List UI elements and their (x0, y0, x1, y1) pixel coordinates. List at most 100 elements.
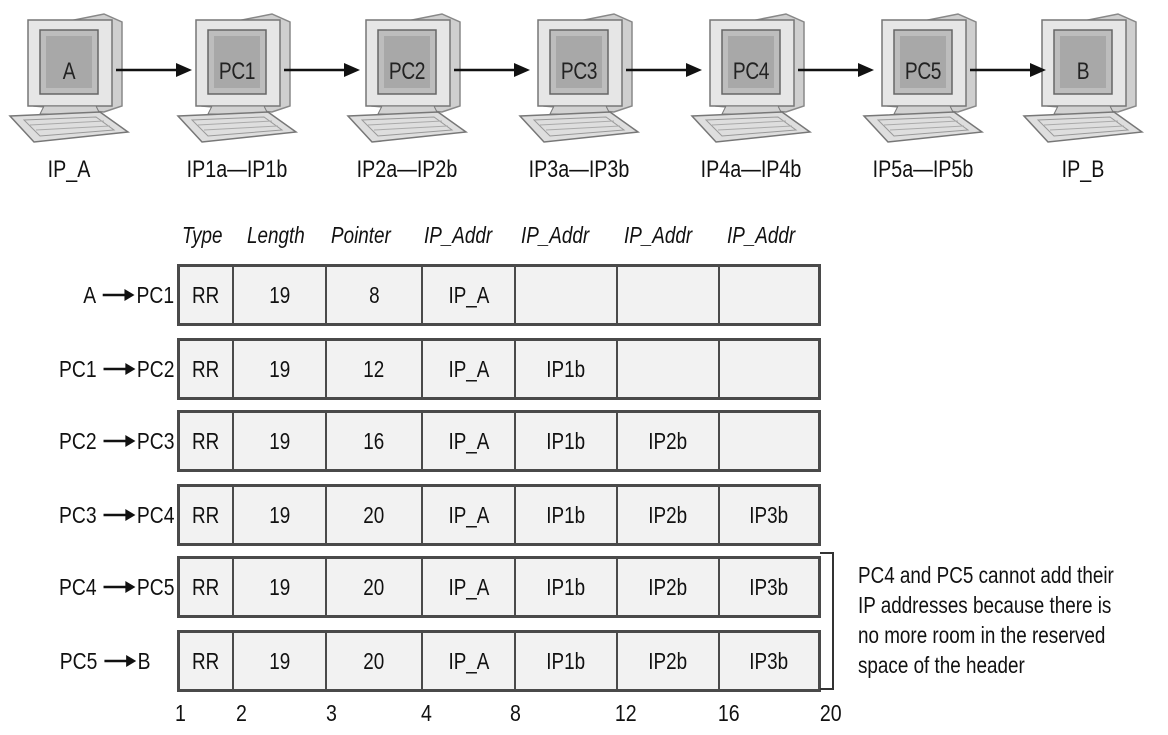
cell-ip-addr (720, 267, 818, 323)
cell-type: RR (180, 267, 234, 323)
arrow-right-icon (102, 363, 135, 375)
cell-ip-addr (618, 267, 720, 323)
row-to: PC2 (136, 355, 174, 382)
table-row: RR 19 8 IP_A (177, 264, 821, 326)
screen-label: PC3 (560, 58, 598, 85)
cell-ip-addr (516, 267, 618, 323)
note-line: space of the header (858, 652, 1025, 678)
column-header-pointer: Pointer (331, 222, 391, 248)
cell-length: 19 (234, 267, 327, 323)
column-header-type: Type (182, 222, 223, 248)
cell-length: 19 (234, 413, 327, 469)
byte-offset: 4 (420, 700, 432, 726)
cell-ip-addr: IP_A (423, 413, 516, 469)
column-header-ip-addr: IP_Addr (424, 222, 493, 248)
cell-pointer: 20 (327, 559, 423, 615)
row-from: A (83, 281, 97, 308)
arrow-right-icon (626, 63, 702, 77)
table-row: RR 19 20 IP_A IP1b IP2b IP3b (177, 484, 821, 546)
byte-offset: 1 (174, 700, 186, 726)
row-to: PC1 (136, 281, 174, 308)
byte-offset: 3 (325, 700, 337, 726)
annotation-note: PC4 and PC5 cannot add their IP addresse… (858, 560, 1168, 680)
table-row: RR 19 16 IP_A IP1b IP2b (177, 410, 821, 472)
row-label: PC4 PC5 (14, 556, 175, 618)
row-from: PC1 (58, 355, 97, 382)
computer-node-pc4: PC4 IP4a—IP4b (686, 8, 816, 188)
computer-node-pc3: PC3 IP3a—IP3b (514, 8, 644, 188)
cell-ip-addr: IP1b (516, 559, 618, 615)
computer-node-a: A IP_A (4, 8, 134, 188)
cell-ip-addr: IP_A (423, 267, 516, 323)
row-label: PC5 B (14, 630, 174, 692)
node-ip-label: IP2a—IP2b (356, 156, 458, 183)
arrow-right-icon (284, 63, 360, 77)
byte-offset: 12 (614, 700, 637, 726)
cell-ip-addr: IP_A (423, 633, 516, 689)
computer-node-pc1: PC1 IP1a—IP1b (172, 8, 302, 188)
screen-label: A (62, 58, 76, 85)
row-from: PC5 (59, 647, 98, 674)
row-to: PC5 (136, 573, 174, 600)
column-header-ip-addr: IP_Addr (624, 222, 693, 248)
row-label: A PC1 (14, 264, 174, 326)
computer-node-b: B IP_B (1018, 8, 1148, 188)
cell-pointer: 20 (327, 487, 423, 543)
table-row: RR 19 20 IP_A IP1b IP2b IP3b (177, 556, 821, 618)
cell-length: 19 (234, 487, 327, 543)
arrow-right-icon (102, 581, 135, 593)
column-header-ip-addr: IP_Addr (521, 222, 590, 248)
byte-offset: 20 (819, 700, 842, 726)
cell-ip-addr: IP3b (749, 501, 789, 528)
bracket (820, 552, 834, 690)
cell-ip-addr: IP2b (618, 413, 720, 469)
byte-offset: 2 (235, 700, 247, 726)
cell-ip-addr: IP_A (423, 487, 516, 543)
screen-label: B (1076, 58, 1090, 85)
arrow-right-icon (970, 63, 1046, 77)
arrow-right-icon (454, 63, 530, 77)
arrow-right-icon (102, 509, 135, 521)
screen-label: PC2 (388, 58, 426, 85)
table-row: RR 19 12 IP_A IP1b (177, 338, 821, 400)
row-to: PC4 (136, 501, 174, 528)
cell-ip-addr: IP_A (423, 341, 516, 397)
cell-ip-addr: IP1b (516, 413, 618, 469)
cell-length: 19 (234, 341, 327, 397)
cell-ip-addr (720, 413, 818, 469)
arrow-right-icon (116, 63, 192, 77)
row-label: PC1 PC2 (14, 338, 175, 400)
note-line: PC4 and PC5 cannot add their (858, 562, 1114, 588)
cell-pointer: 20 (327, 633, 423, 689)
node-ip-label: IP3a—IP3b (528, 156, 630, 183)
byte-offset: 8 (509, 700, 521, 726)
cell-type: RR (180, 487, 234, 543)
node-ip-label: IP5a—IP5b (872, 156, 974, 183)
arrow-right-icon (102, 435, 135, 447)
cell-ip-addr (720, 341, 818, 397)
node-ip-label: IP_A (47, 156, 91, 183)
cell-ip-addr (618, 341, 720, 397)
arrow-right-icon (798, 63, 874, 77)
row-from: PC3 (58, 501, 97, 528)
cell-pointer: 16 (327, 413, 423, 469)
computer-node-pc5: PC5 IP5a—IP5b (858, 8, 988, 188)
column-header-ip-addr: IP_Addr (727, 222, 796, 248)
cell-ip-addr: IP1b (516, 341, 618, 397)
row-to: PC3 (136, 427, 174, 454)
row-from: PC4 (58, 573, 97, 600)
cell-pointer: 8 (327, 267, 423, 323)
screen-label: PC5 (904, 58, 942, 85)
cell-type: RR (180, 633, 234, 689)
cell-ip-addr: IP3b (749, 647, 789, 674)
arrow-right-icon (103, 655, 136, 667)
cell-length: 19 (234, 633, 327, 689)
cell-type: RR (180, 559, 234, 615)
screen-label: PC1 (218, 58, 256, 85)
cell-ip-addr: IP2b (618, 559, 720, 615)
node-ip-label: IP4a—IP4b (700, 156, 802, 183)
column-header-length: Length (247, 222, 305, 248)
note-line: IP addresses because there is (858, 592, 1112, 618)
cell-length: 19 (234, 559, 327, 615)
row-to: B (137, 647, 151, 674)
